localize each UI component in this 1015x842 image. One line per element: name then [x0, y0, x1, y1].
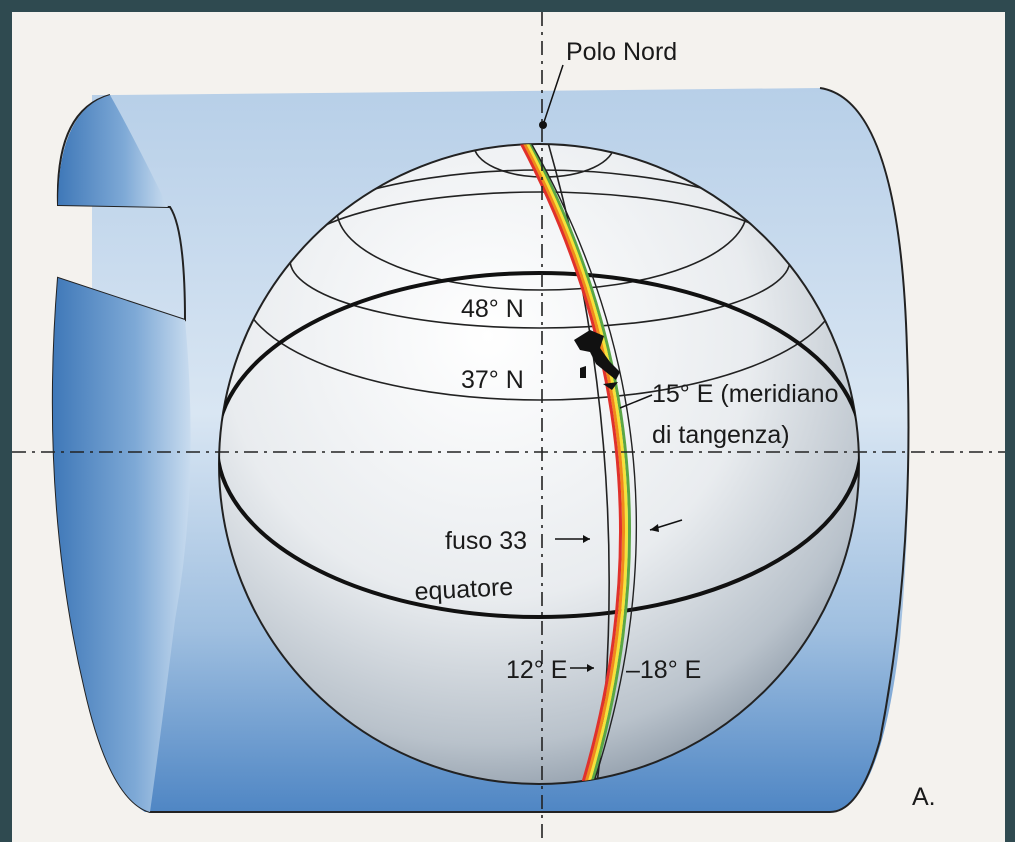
label-tangent-meridian-2: di tangenza): [652, 421, 790, 449]
lon12-arrowhead: [587, 664, 594, 672]
meridian-15e-orange: [493, 144, 625, 784]
italy-silhouette: [574, 330, 620, 380]
label-zone-33: fuso 33: [445, 527, 527, 555]
meridian-18e: [499, 144, 637, 784]
zone-right-arrowhead: [650, 524, 659, 532]
label-tangent-meridian-1: 15° E (meridiano: [652, 380, 838, 408]
zone-arrowhead: [583, 535, 590, 543]
globe: [218, 143, 860, 785]
label-18e: –18° E: [626, 656, 701, 684]
cylinder-inner-upper: [58, 95, 168, 207]
label-48n: 48° N: [461, 295, 524, 323]
equator-line: [219, 271, 859, 619]
tangent-leader: [619, 394, 653, 409]
label-panel-letter: A.: [912, 783, 936, 811]
label-12e: 12° E: [506, 656, 567, 684]
meridian-15e-red: [490, 144, 622, 784]
label-north-pole: Polo Nord: [566, 38, 677, 66]
sardinia-shape: [580, 366, 586, 378]
cylinder-right-rim: [819, 87, 910, 813]
sicily-shape: [603, 382, 618, 390]
meridian-15e-yellow: [496, 144, 628, 784]
meridian-15e-green: [499, 144, 631, 784]
cylinder-inner-lower: [52, 278, 191, 812]
north-pole-leader: [542, 64, 564, 126]
label-equator: equatore: [414, 573, 514, 606]
label-37n: 37° N: [461, 366, 524, 394]
